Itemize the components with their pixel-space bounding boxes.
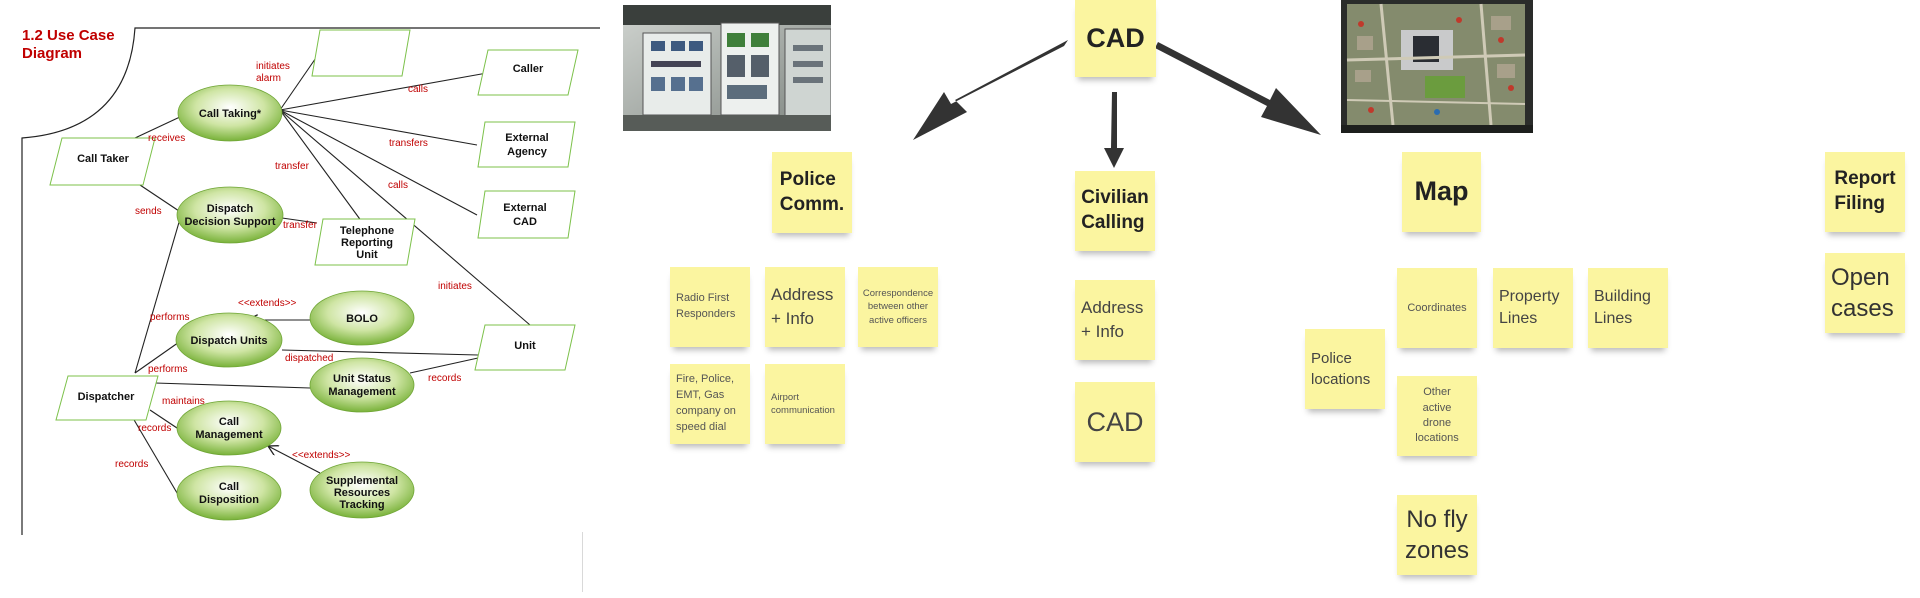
diagram-title: 1.2 Use Case (22, 27, 115, 44)
control-room-photo (623, 5, 831, 131)
svg-text:Unit: Unit (514, 340, 536, 352)
label-extends-supp: <<extends>> (292, 450, 351, 461)
usecase-unit-status-management: Unit Status Management (309, 357, 415, 413)
svg-text:Management: Management (195, 429, 263, 441)
note-radio-first-responders: Radio First Responders (670, 267, 750, 347)
label-performs-2: performs (148, 364, 187, 375)
note-civilian-address-info: Address + Info (1075, 280, 1155, 360)
label-records-unit: records (428, 373, 461, 384)
svg-text:Telephone: Telephone (340, 225, 394, 237)
usecase-call-taking: Call Taking* (177, 84, 283, 142)
label-transfers: transfers (389, 138, 428, 149)
svg-text:Resources: Resources (334, 487, 390, 499)
map-photo (1341, 0, 1533, 133)
label-maintains: maintains (162, 396, 205, 407)
svg-text:External: External (505, 132, 548, 144)
svg-text:Dispatch: Dispatch (207, 203, 254, 215)
svg-text:Decision Support: Decision Support (184, 216, 275, 228)
label-transfer-1: transfer (275, 161, 310, 172)
label-initiates: initiates (438, 281, 472, 292)
note-airport-communication: Airport communication (765, 364, 845, 444)
label-sends: sends (135, 206, 162, 217)
svg-text:Disposition: Disposition (199, 494, 259, 506)
usecase-call-management: Call Management (176, 400, 282, 456)
svg-text:Dispatch Units: Dispatch Units (190, 335, 267, 347)
svg-text:BOLO: BOLO (346, 313, 378, 325)
svg-text:Management: Management (328, 386, 396, 398)
label-receives: receives (148, 133, 185, 144)
note-police-comm: Police Comm. (772, 152, 852, 233)
note-civilian-cad: CAD (1075, 382, 1155, 462)
svg-text:Unit Status: Unit Status (333, 373, 391, 385)
actor-caller: Caller (477, 49, 579, 96)
vertical-divider (582, 532, 583, 592)
usecase-supplemental-resources-tracking: Supplemental Resources Tracking (309, 461, 415, 519)
arrow-to-map (1155, 42, 1321, 135)
note-police-locations: Police locations (1305, 329, 1385, 409)
svg-text:Call Taker: Call Taker (77, 153, 129, 165)
note-map: Map (1402, 152, 1481, 232)
note-no-fly-zones: No fly zones (1397, 495, 1477, 575)
actor-telephone-reporting-unit: Telephone Reporting Unit (314, 218, 416, 266)
svg-text:External: External (503, 202, 546, 214)
svg-text:Agency: Agency (507, 146, 548, 158)
svg-text:Reporting: Reporting (341, 237, 393, 249)
note-civilian-calling: Civilian Calling (1075, 171, 1155, 251)
note-building-lines: Building Lines (1588, 268, 1668, 348)
arrow-to-police-comm (913, 40, 1068, 140)
usecase-dispatch-decision-support: Dispatch Decision Support (176, 186, 284, 244)
actor-call-taker: Call Taker (49, 137, 156, 186)
note-report-filing: Report Filing (1825, 152, 1905, 232)
label-initiates-alarm: initiates (256, 61, 290, 72)
svg-text:Tracking: Tracking (339, 499, 384, 511)
note-police-address-info: Address + Info (765, 267, 845, 347)
svg-text:Call Taking*: Call Taking* (199, 108, 262, 120)
label-calls-cad: calls (388, 180, 408, 191)
label-records-2: records (115, 459, 148, 470)
note-coordinates: Coordinates (1397, 268, 1477, 348)
label-calls-caller: calls (408, 84, 428, 95)
system-boundary (21, 27, 600, 535)
note-fire-police-emt: Fire, Police, EMT, Gas company on speed … (670, 364, 750, 444)
label-dispatched: dispatched (285, 353, 333, 364)
svg-text:Supplemental: Supplemental (326, 475, 398, 487)
svg-text:CAD: CAD (513, 216, 537, 228)
associations (129, 51, 531, 499)
label-performs-1: performs (150, 312, 189, 323)
note-open-cases: Open cases (1825, 253, 1905, 333)
actor-external-cad: External CAD (477, 190, 576, 239)
arrow-to-civilian-calling (1104, 92, 1124, 168)
svg-text:Caller: Caller (513, 63, 544, 75)
svg-text:Call: Call (219, 481, 239, 493)
note-property-lines: Property Lines (1493, 268, 1573, 348)
note-cad-title: CAD (1075, 0, 1156, 77)
label-records-1: records (138, 423, 171, 434)
label-initiates-alarm-2: alarm (256, 73, 281, 84)
svg-text:Unit: Unit (356, 249, 378, 261)
usecase-bolo: BOLO (309, 290, 415, 346)
label-extends-bolo: <<extends>> (238, 298, 297, 309)
svg-text:Call: Call (219, 416, 239, 428)
label-transfer-2: transfer (283, 220, 318, 231)
usecase-call-disposition: Call Disposition (176, 465, 282, 521)
cad-title-text: CAD (1086, 22, 1145, 53)
actor-dispatcher: Dispatcher (55, 375, 159, 421)
actor-unit: Unit (474, 324, 576, 371)
actor-external-agency: External Agency (477, 121, 576, 168)
note-correspondence: Correspondence between other active offi… (858, 267, 938, 347)
note-drone-locations: Other active drone locations (1397, 376, 1477, 456)
svg-text:Dispatcher: Dispatcher (78, 391, 136, 403)
diagram-title-line2: Diagram (22, 45, 82, 62)
usecase-dispatch-units: Dispatch Units (175, 312, 283, 368)
edge-labels: initiates alarm receives calls transfers… (115, 61, 472, 470)
arrows (913, 40, 1321, 168)
actor-blank (311, 29, 411, 77)
